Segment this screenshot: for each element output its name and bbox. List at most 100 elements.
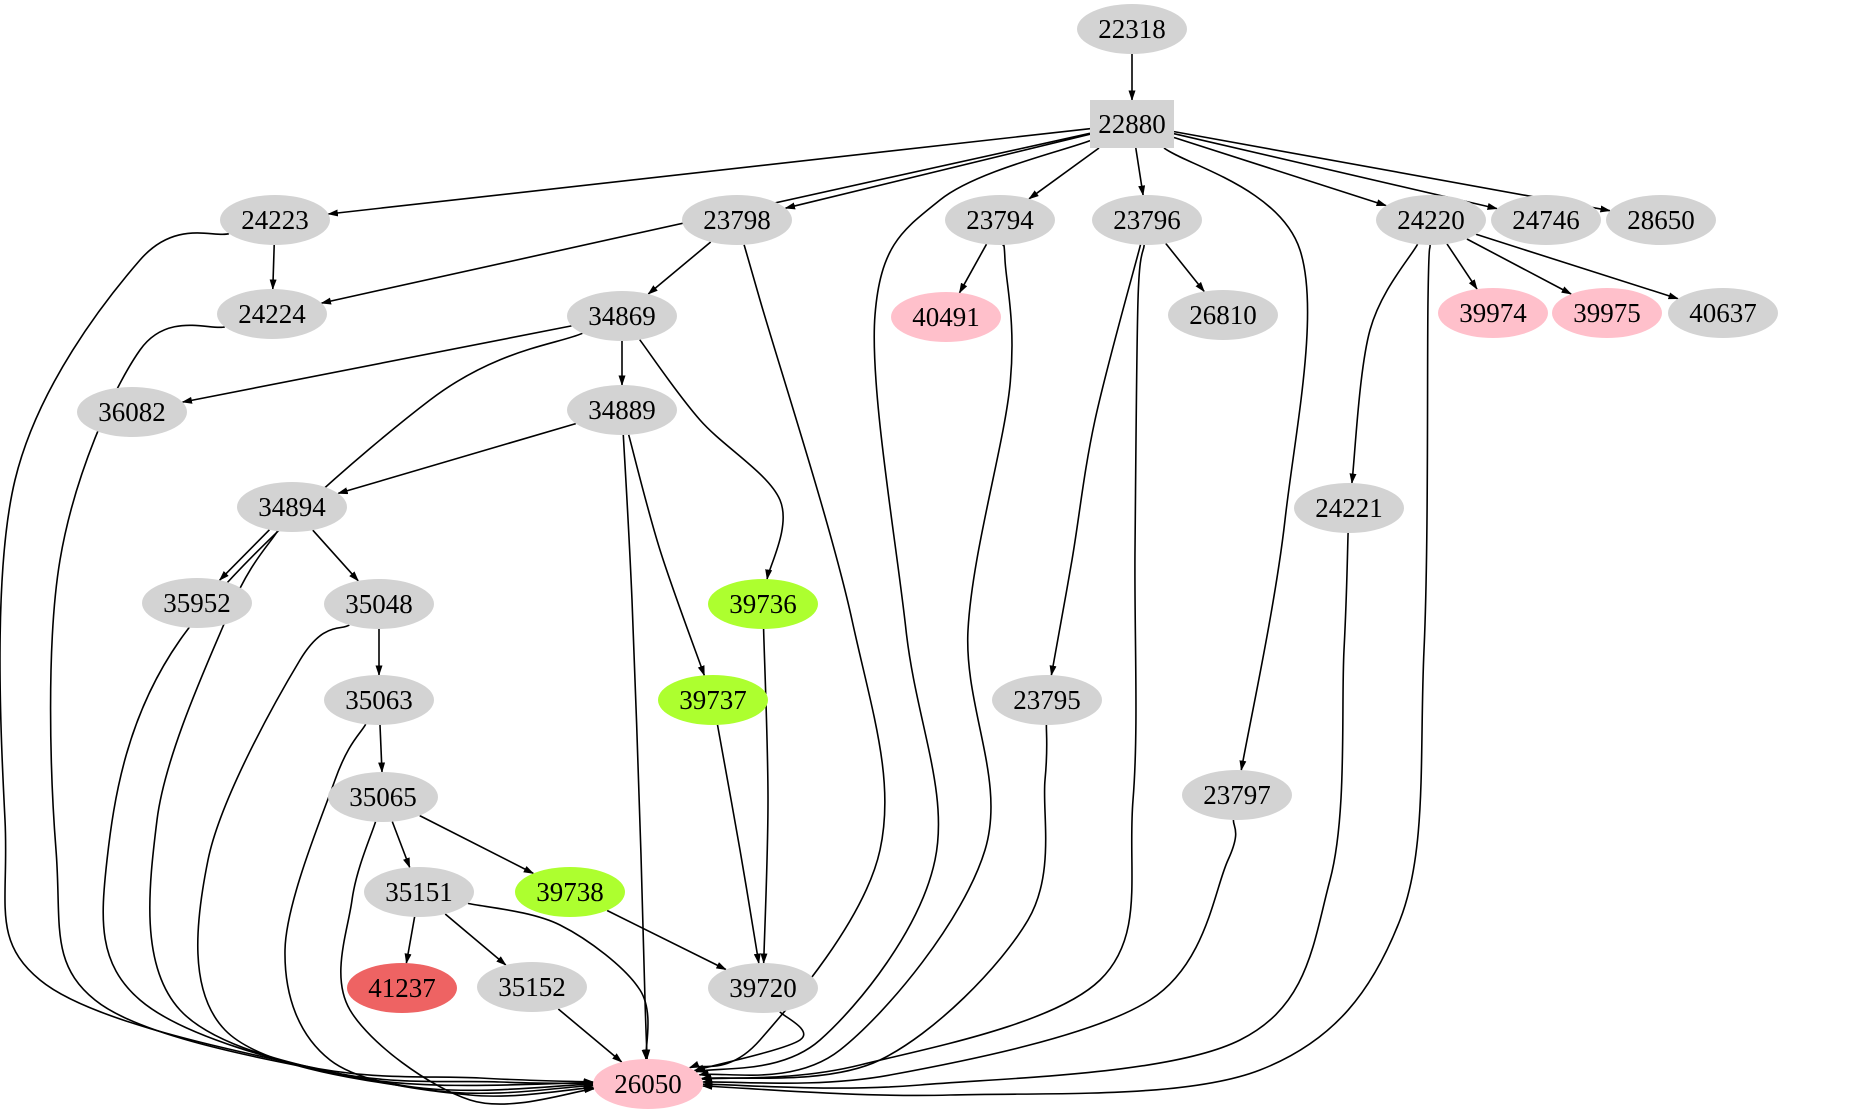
node-shape-22880 bbox=[1090, 100, 1174, 148]
node-24221: 24221 bbox=[1294, 483, 1404, 533]
edge-39736-39720 bbox=[760, 628, 769, 964]
node-34894: 34894 bbox=[237, 482, 347, 532]
node-39737: 39737 bbox=[658, 675, 768, 725]
node-shape-26050 bbox=[593, 1059, 703, 1109]
node-label-23795: 23795 bbox=[1013, 685, 1081, 715]
node-39738: 39738 bbox=[515, 867, 625, 917]
edge-23794-26050 bbox=[698, 243, 1013, 1077]
node-shape-39736 bbox=[708, 579, 818, 629]
node-39975: 39975 bbox=[1552, 288, 1662, 338]
node-label-24224: 24224 bbox=[238, 299, 306, 329]
edge-34889-26050 bbox=[622, 434, 651, 1060]
node-34889: 34889 bbox=[567, 385, 677, 435]
node-shape-23796 bbox=[1092, 195, 1202, 245]
node-label-39738: 39738 bbox=[536, 877, 604, 907]
edge-35151-26050 bbox=[467, 902, 649, 1060]
node-label-23798: 23798 bbox=[703, 205, 771, 235]
node-shape-23795 bbox=[992, 675, 1102, 725]
edge-35063-35065 bbox=[378, 724, 386, 773]
node-label-23794: 23794 bbox=[966, 205, 1034, 235]
node-shape-23798 bbox=[682, 195, 792, 245]
node-label-24221: 24221 bbox=[1315, 493, 1383, 523]
edge-39720-26050 bbox=[693, 1011, 805, 1072]
edge-35065-39738 bbox=[419, 814, 535, 875]
edge-23798-34869 bbox=[647, 241, 712, 295]
edge-35065-35151 bbox=[391, 821, 411, 869]
edge-22880-24220 bbox=[1173, 136, 1388, 207]
node-shape-22318 bbox=[1077, 4, 1187, 54]
node-shape-39720 bbox=[708, 963, 818, 1013]
node-label-26050: 26050 bbox=[614, 1069, 682, 1099]
edge-34869-36082 bbox=[181, 325, 572, 404]
node-35151: 35151 bbox=[364, 867, 474, 917]
node-shape-34889 bbox=[567, 385, 677, 435]
node-shape-41237 bbox=[347, 963, 457, 1013]
edge-35151-41237 bbox=[404, 916, 416, 965]
node-label-41237: 41237 bbox=[368, 973, 436, 1003]
node-shape-40491 bbox=[891, 292, 1001, 342]
node-label-34889: 34889 bbox=[588, 395, 656, 425]
node-label-40491: 40491 bbox=[912, 302, 980, 332]
node-label-35152: 35152 bbox=[498, 972, 566, 1002]
node-shape-35048 bbox=[324, 579, 434, 629]
node-24746: 24746 bbox=[1491, 195, 1601, 245]
node-shape-24220 bbox=[1376, 195, 1486, 245]
node-label-35151: 35151 bbox=[385, 877, 453, 907]
node-shape-34894 bbox=[237, 482, 347, 532]
node-35063: 35063 bbox=[324, 675, 434, 725]
node-shape-26810 bbox=[1168, 290, 1278, 340]
node-label-23797: 23797 bbox=[1203, 780, 1271, 810]
node-26810: 26810 bbox=[1168, 290, 1278, 340]
node-41237: 41237 bbox=[347, 963, 457, 1013]
node-shape-35151 bbox=[364, 867, 474, 917]
edge-22880-23794 bbox=[1028, 147, 1100, 200]
node-40491: 40491 bbox=[891, 292, 1001, 342]
edge-23794-40491 bbox=[958, 243, 988, 294]
edge-35151-35152 bbox=[444, 913, 507, 966]
node-label-35065: 35065 bbox=[349, 782, 417, 812]
edges-layer bbox=[0, 54, 1679, 1105]
node-shape-35952 bbox=[142, 578, 252, 628]
node-28650: 28650 bbox=[1606, 195, 1716, 245]
edge-24220-24221 bbox=[1349, 243, 1419, 484]
edge-23796-26810 bbox=[1165, 243, 1205, 293]
node-shape-24221 bbox=[1294, 483, 1404, 533]
edge-24220-26050 bbox=[701, 244, 1431, 1097]
node-shape-23794 bbox=[945, 195, 1055, 245]
edge-34869-39736 bbox=[639, 339, 784, 581]
node-35152: 35152 bbox=[477, 962, 587, 1012]
node-40637: 40637 bbox=[1668, 288, 1778, 338]
edge-24220-39974 bbox=[1446, 243, 1478, 290]
node-shape-39974 bbox=[1438, 288, 1548, 338]
node-35065: 35065 bbox=[328, 772, 438, 822]
edge-22880-24223 bbox=[327, 127, 1091, 217]
node-shape-24224 bbox=[217, 289, 327, 339]
node-39736: 39736 bbox=[708, 579, 818, 629]
edge-23798-26050 bbox=[688, 244, 886, 1069]
edge-24221-26050 bbox=[702, 532, 1349, 1089]
node-label-24746: 24746 bbox=[1512, 205, 1580, 235]
edge-35063-26050 bbox=[284, 723, 595, 1097]
node-label-39975: 39975 bbox=[1573, 298, 1641, 328]
edge-23797-26050 bbox=[701, 819, 1237, 1086]
node-label-22318: 22318 bbox=[1098, 14, 1166, 44]
node-23796: 23796 bbox=[1092, 195, 1202, 245]
node-shape-40637 bbox=[1668, 288, 1778, 338]
node-23794: 23794 bbox=[945, 195, 1055, 245]
node-35952: 35952 bbox=[142, 578, 252, 628]
node-label-35952: 35952 bbox=[163, 588, 231, 618]
node-shape-35063 bbox=[324, 675, 434, 725]
edge-34894-35048 bbox=[312, 529, 359, 582]
node-label-39720: 39720 bbox=[729, 973, 797, 1003]
node-23797: 23797 bbox=[1182, 770, 1292, 820]
node-24220: 24220 bbox=[1376, 195, 1486, 245]
edge-23796-26050 bbox=[701, 244, 1145, 1082]
edge-23795-26050 bbox=[700, 724, 1048, 1082]
node-label-35048: 35048 bbox=[345, 589, 413, 619]
node-label-24220: 24220 bbox=[1397, 205, 1465, 235]
node-39974: 39974 bbox=[1438, 288, 1548, 338]
node-39720: 39720 bbox=[708, 963, 818, 1013]
node-label-39737: 39737 bbox=[679, 685, 747, 715]
edge-23796-23795 bbox=[1049, 244, 1142, 677]
